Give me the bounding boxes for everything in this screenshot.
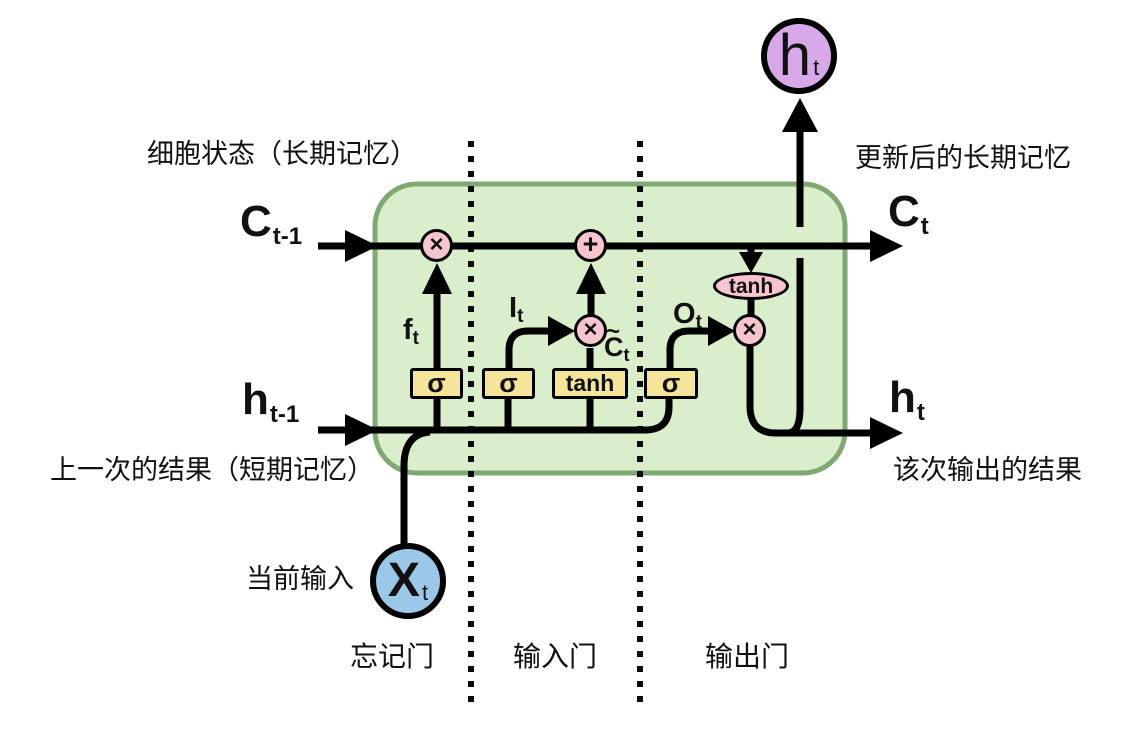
- multiply-symbol: ×: [742, 315, 757, 343]
- h-prev-sub: t-1: [269, 401, 300, 428]
- output-arrow-line: [666, 327, 709, 370]
- f-base: f: [403, 314, 413, 346]
- c-prev-label: Ct-1: [240, 197, 302, 249]
- c-prev-base: C: [240, 197, 272, 246]
- input-arrowhead: [548, 316, 575, 346]
- candidate-to-add-arrowhead: [576, 263, 606, 294]
- c-next-sub: t: [920, 213, 929, 240]
- input-arrow-line: [505, 327, 549, 370]
- input-multiply-op: ×: [574, 314, 607, 347]
- candidate-tilde: ~: [606, 318, 621, 345]
- tanh-label: tanh: [565, 370, 615, 396]
- c-next-base: C: [888, 187, 920, 236]
- h-next-label: ht: [889, 373, 925, 425]
- h-entry-arrowhead: [345, 414, 378, 446]
- o-sub: t: [695, 312, 702, 333]
- c-next-label: Ct: [888, 187, 929, 239]
- sigma-symbol: σ: [427, 368, 446, 398]
- output-arrowhead: [708, 316, 735, 346]
- input-gate-label: 输入门: [512, 641, 597, 672]
- x-in-base: X: [387, 554, 420, 607]
- cell-state-annotation: 细胞状态（长期记忆）: [147, 139, 417, 169]
- output-u-path: [746, 258, 804, 437]
- candidate-tanh-box: tanh: [552, 368, 628, 399]
- i-base: I: [509, 292, 518, 324]
- forget-gate-label: 忘记门: [349, 641, 434, 672]
- h-up-arrowhead: [782, 98, 818, 132]
- forget-multiply-op: ×: [420, 229, 453, 262]
- output-multiply-op: ×: [733, 314, 766, 347]
- add-op: +: [574, 229, 607, 262]
- c-entry-arrowhead: [345, 230, 378, 262]
- tanh-activation-ellipse: tanh: [713, 272, 789, 300]
- input-signal-label: It: [509, 292, 523, 327]
- f-sub: t: [412, 328, 419, 349]
- c-exit-arrowhead: [870, 230, 903, 262]
- o-base: O: [673, 298, 696, 330]
- cell-body: [372, 181, 848, 476]
- candidate-sub: t: [623, 345, 630, 365]
- hidden-state-line: [318, 394, 673, 434]
- forget-sigma-box: σ: [410, 368, 463, 399]
- forget-arrowhead: [422, 263, 452, 294]
- h-prev-base: h: [242, 375, 269, 424]
- h-prev-label: ht-1: [242, 375, 299, 427]
- plus-symbol: +: [582, 228, 599, 259]
- current-input-annotation: 当前输入: [246, 564, 354, 594]
- output-gate-label: 输出门: [704, 641, 789, 672]
- input-branch-line: [400, 428, 431, 546]
- c-prev-sub: t-1: [272, 223, 303, 250]
- h-out-base: h: [778, 23, 812, 88]
- candidate-base: C: [604, 332, 624, 362]
- i-sub: t: [517, 306, 524, 327]
- h-next-sub: t: [916, 399, 925, 426]
- sigma-symbol: σ: [499, 368, 518, 398]
- updated-memory-annotation: 更新后的长期记忆: [855, 143, 1071, 173]
- input-sigma-box: σ: [482, 368, 535, 399]
- sigma-symbol: σ: [661, 368, 681, 398]
- h-out-sub: t: [813, 55, 820, 80]
- output-signal-label: Ot: [673, 298, 702, 333]
- output-sigma-box: σ: [644, 368, 698, 399]
- multiply-symbol: ×: [583, 315, 598, 343]
- x-in-sub: t: [421, 580, 429, 605]
- c-to-tanh-arrowhead: [739, 252, 763, 273]
- h-next-base: h: [889, 373, 916, 422]
- h-exit-arrowhead: [870, 417, 903, 449]
- previous-result-annotation: 上一次的结果（短期记忆）: [50, 455, 374, 485]
- current-output-annotation: 该次输出的结果: [893, 455, 1082, 485]
- multiply-symbol: ×: [429, 230, 444, 258]
- candidate-label: ~Ct: [604, 320, 630, 365]
- forget-signal-label: ft: [403, 314, 419, 349]
- tanh-label: tanh: [728, 274, 774, 298]
